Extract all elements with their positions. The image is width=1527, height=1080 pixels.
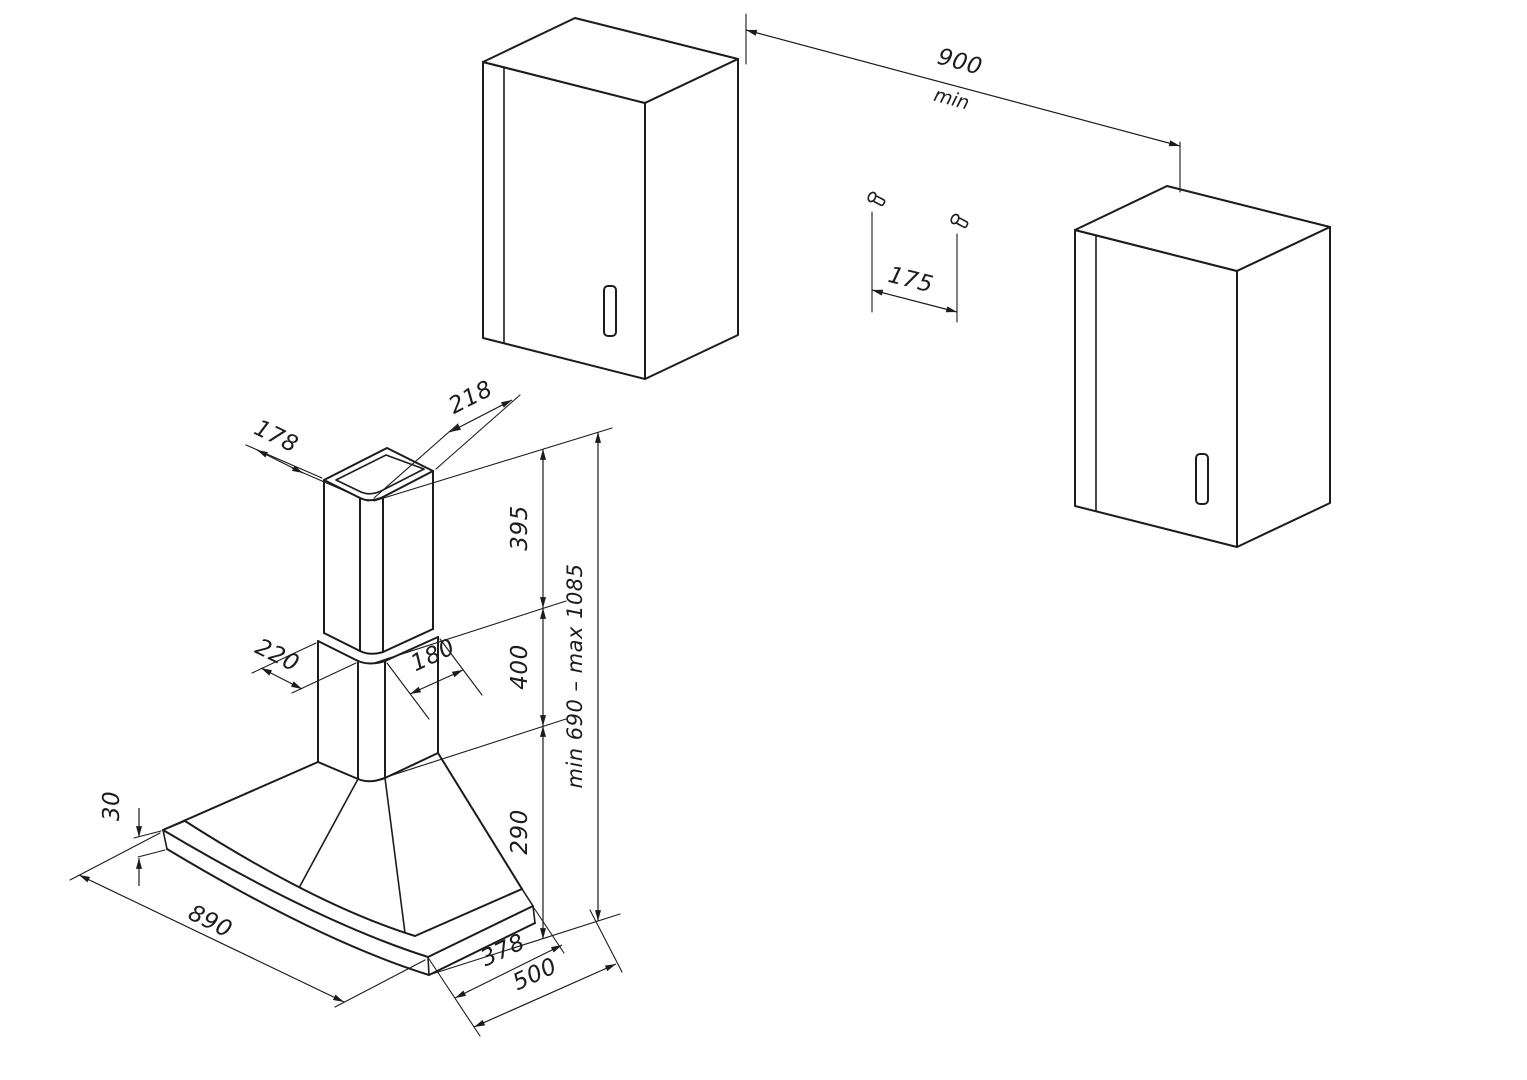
dimension-label-175: 175	[886, 262, 936, 298]
witness-line	[428, 958, 481, 1037]
wall-cabinet-right	[1074, 185, 1331, 548]
wall-plugs	[867, 191, 969, 229]
rim-corner	[532, 905, 536, 924]
witness-line	[439, 638, 483, 696]
witness-line	[373, 600, 567, 664]
witness-line	[137, 849, 166, 858]
canopy-left-edge	[162, 761, 319, 831]
wall-plug-icon	[867, 191, 886, 207]
dimension-label-30: 30	[99, 791, 125, 821]
dim-chimney-top-depth: 178	[245, 415, 369, 502]
witness-line	[373, 423, 459, 499]
canopy-crease	[299, 778, 359, 887]
rim-corner	[427, 956, 430, 976]
dim-plug-spacing: 175	[871, 211, 958, 323]
cabinet-front-face	[482, 61, 646, 380]
chimney-joint-line	[323, 628, 434, 655]
dimension-line	[449, 399, 513, 433]
canopy-top-line	[317, 752, 439, 783]
dimension-label-218: 218	[445, 376, 497, 420]
witness-line	[386, 662, 430, 720]
dim-lower-chimney-depth: 220	[251, 634, 357, 694]
chimney-top-opening	[335, 454, 425, 495]
cooker-hood	[162, 447, 536, 976]
witness-line	[373, 718, 567, 782]
plug-head	[867, 191, 877, 203]
dimension-line	[78, 874, 345, 1003]
dimension-line	[871, 289, 958, 313]
dimension-label-395: 395	[507, 505, 533, 550]
dimension-line	[409, 669, 464, 695]
dimension-line	[260, 667, 303, 690]
cabinet-handle	[603, 285, 617, 337]
dimension-label-900: 900	[935, 44, 986, 81]
canopy-crease	[384, 777, 406, 934]
dimension-label-220: 220	[251, 634, 303, 677]
dim-rim-height: 30	[99, 791, 166, 886]
witness-line	[291, 662, 357, 694]
dimension-label-400: 400	[507, 644, 533, 689]
dimension-label-290: 290	[507, 809, 533, 854]
dim-canopy-height: 290	[507, 726, 547, 939]
dim-total-depth: 500	[473, 909, 623, 1028]
wall-plug-icon	[950, 213, 969, 229]
rim-band-joint	[162, 820, 186, 831]
dim-lower-chimney-width: 180	[386, 634, 483, 720]
cabinet-side-face	[1236, 226, 1331, 548]
dimension-label-total-height: min 690 – max 1085	[563, 563, 587, 788]
witness-line	[589, 909, 623, 973]
dimension-line	[256, 449, 304, 474]
rim-corner	[162, 829, 168, 850]
dimension-label-180: 180	[407, 634, 459, 677]
dim-total-height: min 690 – max 1085	[563, 432, 602, 921]
chimney-lower-section	[317, 636, 439, 780]
dim-cabinet-gap: 900 min	[745, 13, 1181, 193]
plug-head	[950, 213, 960, 225]
cabinet-side-face	[644, 58, 739, 380]
dim-lower-chimney-height: 400	[507, 608, 547, 726]
dimension-line	[473, 963, 617, 1028]
witness-line	[373, 427, 613, 502]
dimension-label-500: 500	[509, 953, 561, 996]
cabinet-front-face	[1074, 229, 1238, 548]
dimension-line	[745, 29, 1181, 147]
witness-line	[69, 832, 161, 881]
chimney-upper-section	[323, 447, 434, 655]
dim-chimney-top-width: 218	[373, 376, 521, 499]
dimension-label-890: 890	[184, 900, 236, 943]
witness-line	[334, 959, 426, 1008]
cabinet-handle	[1195, 453, 1209, 505]
rim-band-joint	[521, 888, 534, 907]
canopy-right-edge	[437, 752, 523, 890]
dim-upper-chimney-height: 395	[507, 449, 547, 608]
canopy	[162, 752, 523, 937]
wall-cabinet-left	[482, 17, 739, 380]
witness-line	[291, 467, 369, 502]
dimension-label-178: 178	[250, 415, 302, 458]
